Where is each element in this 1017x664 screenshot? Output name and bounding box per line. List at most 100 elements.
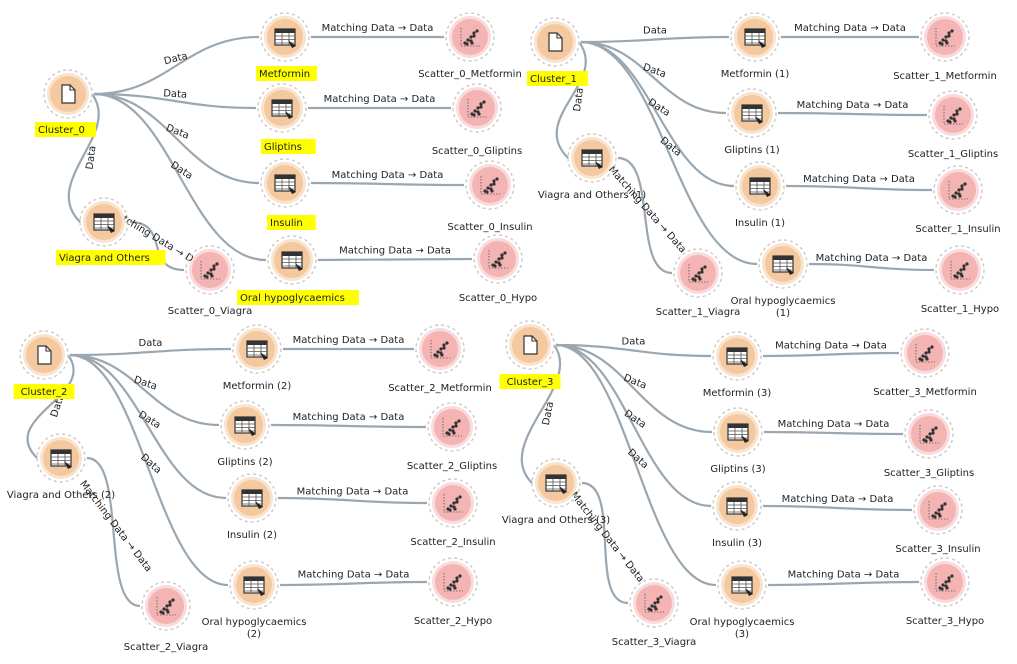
link-c3v-s3v[interactable]: Matching Data → Data xyxy=(568,481,646,605)
scatter-plot-icon xyxy=(480,176,500,195)
link-c3g-s3g[interactable]: Matching Data → Data xyxy=(763,419,904,436)
node-select-c3g[interactable]: Gliptins (3) xyxy=(710,407,766,475)
node-scatter-s3v[interactable]: Scatter_3_Viagra xyxy=(612,578,697,648)
link-c1i-s1i[interactable]: Matching Data → Data xyxy=(785,174,933,192)
link-c2-c2m[interactable]: Data xyxy=(69,338,232,357)
node-select-c1g[interactable]: Gliptins (1) xyxy=(724,88,780,156)
link-c3-c3v[interactable]: Data xyxy=(520,344,562,484)
link-line xyxy=(762,351,900,358)
link-c1-c1m[interactable]: Data xyxy=(580,26,730,44)
link-c0-c0v[interactable]: Data xyxy=(67,93,100,223)
node-label: Gliptins xyxy=(264,142,302,153)
link-c3-c3i[interactable]: Data xyxy=(555,343,712,508)
link-c0-c0m[interactable]: Data xyxy=(93,35,260,96)
node-scatter-s2h[interactable]: Scatter_2_Hypo xyxy=(414,557,492,627)
node-scatter-s1g[interactable]: Scatter_1_Gliptins xyxy=(908,90,998,160)
file-icon xyxy=(37,345,52,365)
link-c1h-s1h[interactable]: Matching Data → Data xyxy=(808,253,935,272)
link-c0m-s0m[interactable]: Matching Data → Data xyxy=(311,23,444,39)
node-select-c2g[interactable]: Gliptins (2) xyxy=(217,400,273,468)
node-scatter-s3g[interactable]: Scatter_3_Gliptins xyxy=(884,409,974,479)
label-highlight xyxy=(13,384,75,399)
node-ring xyxy=(920,12,970,62)
link-c2-c2i[interactable]: Data xyxy=(69,353,227,500)
link-line xyxy=(270,423,427,429)
link-c2h-s2h[interactable]: Matching Data → Data xyxy=(279,570,428,587)
link-c0g-s0g[interactable]: Matching Data → Data xyxy=(307,94,451,110)
node-select-c2v[interactable]: Viagra and Others (2) xyxy=(7,433,115,501)
node-scatter-s1v[interactable]: Scatter_1_Viagra xyxy=(656,248,741,318)
node-label: Scatter_1_Gliptins xyxy=(908,149,998,160)
node-ring xyxy=(257,83,307,133)
node-select-c0i[interactable]: Insulin xyxy=(260,158,316,230)
node-select-c1m[interactable]: Metformin (1) xyxy=(721,12,790,80)
node-scatter-s0m[interactable]: Scatter_0_Metformin xyxy=(418,12,522,80)
node-select-c2m[interactable]: Metformin (2) xyxy=(223,324,292,392)
node-label-line2: (1) xyxy=(776,308,790,319)
link-label: Data xyxy=(572,87,586,112)
node-select-c1v[interactable]: Viagra and Others (1) xyxy=(538,133,646,201)
link-c1m-s1m[interactable]: Matching Data → Data xyxy=(781,23,919,39)
link-c3m-s3m[interactable]: Matching Data → Data xyxy=(762,341,900,358)
node-select-c3v[interactable]: Viagra and Others (3) xyxy=(502,458,610,526)
link-c3-c3m[interactable]: Data xyxy=(555,337,712,358)
node-ring xyxy=(232,324,282,374)
node-scatter-s2m[interactable]: Scatter_2_Metformin xyxy=(388,324,492,394)
node-select-c3h[interactable]: Oral hypoglycaemics(3) xyxy=(690,560,795,640)
link-c1-c1v[interactable]: Data xyxy=(555,41,587,159)
link-c2m-s2m[interactable]: Matching Data → Data xyxy=(283,335,414,351)
link-c3h-s3h[interactable]: Matching Data → Data xyxy=(767,570,920,587)
link-line xyxy=(580,40,758,266)
node-scatter-s3h[interactable]: Scatter_3_Hypo xyxy=(906,557,984,627)
node-scatter-s0h[interactable]: Scatter_0_Hypo xyxy=(459,234,537,304)
node-ring xyxy=(712,481,762,531)
node-label: Viagra and Others xyxy=(59,253,150,264)
node-label: Metformin xyxy=(259,69,310,80)
node-scatter-s2v[interactable]: Scatter_2_Viagra xyxy=(124,581,209,653)
link-c0h-s0h[interactable]: Matching Data → Data xyxy=(317,246,473,262)
node-scatter-s3m[interactable]: Scatter_3_Metformin xyxy=(873,328,977,398)
node-select-c0v[interactable]: Viagra and Others xyxy=(56,197,166,265)
link-c1g-s1g[interactable]: Matching Data → Data xyxy=(777,100,928,117)
node-select-c0m[interactable]: Metformin xyxy=(256,12,317,81)
node-ring xyxy=(141,581,191,631)
link-c2i-s2i[interactable]: Matching Data → Data xyxy=(277,487,428,505)
node-ring xyxy=(452,83,502,133)
node-scatter-s3i[interactable]: Scatter_3_Insulin xyxy=(895,485,981,555)
node-file-c3[interactable]: Cluster_3 xyxy=(499,320,561,389)
link-c2g-s2g[interactable]: Matching Data → Data xyxy=(270,412,427,429)
node-scatter-s2i[interactable]: Scatter_2_Insulin xyxy=(410,478,496,548)
node-file-c2[interactable]: Cluster_2 xyxy=(13,330,75,399)
node-file-c1[interactable]: Cluster_1 xyxy=(527,17,588,86)
node-select-c1h[interactable]: Oral hypoglycaemics(1) xyxy=(731,239,836,319)
node-scatter-s1i[interactable]: Scatter_1_Insulin xyxy=(915,165,1001,235)
link-c0i-s0i[interactable]: Matching Data → Data xyxy=(310,170,465,187)
link-c0-c0g[interactable]: Data xyxy=(93,88,257,110)
node-ring xyxy=(428,478,478,528)
node-label: Metformin (3) xyxy=(703,388,772,399)
scatter-plot-icon xyxy=(915,344,935,363)
node-select-c3m[interactable]: Metformin (3) xyxy=(703,331,772,399)
node-select-c0g[interactable]: Gliptins xyxy=(257,83,316,154)
node-scatter-s0v[interactable]: Scatter_0_Viagra xyxy=(168,245,253,317)
link-line xyxy=(93,92,260,185)
node-scatter-s0g[interactable]: Scatter_0_Gliptins xyxy=(432,83,522,157)
node-select-c0h[interactable]: Oral hypoglycaemics xyxy=(237,235,359,305)
select-rows-icon xyxy=(243,576,265,596)
node-ring xyxy=(727,88,777,138)
node-select-c3i[interactable]: Insulin (3) xyxy=(712,481,762,549)
node-scatter-s1h[interactable]: Scatter_1_Hypo xyxy=(921,245,999,315)
node-select-c2i[interactable]: Insulin (2) xyxy=(227,473,277,541)
link-c2v-s2v[interactable]: Matching Data → Data xyxy=(77,456,154,608)
node-scatter-s2g[interactable]: Scatter_2_Gliptins xyxy=(407,402,497,472)
link-c1v-s1v[interactable]: Matching Data → Data xyxy=(606,156,688,275)
scatter-plot-icon xyxy=(488,250,508,269)
link-label: Matching Data → Data xyxy=(322,23,434,34)
node-scatter-s0i[interactable]: Scatter_0_Insulin xyxy=(447,160,533,233)
node-scatter-s1m[interactable]: Scatter_1_Metformin xyxy=(893,12,997,82)
node-select-c2h[interactable]: Oral hypoglycaemics(2) xyxy=(202,560,307,640)
link-c3i-s3i[interactable]: Matching Data → Data xyxy=(762,494,913,512)
node-select-c1i[interactable]: Insulin (1) xyxy=(735,161,785,229)
node-file-c0[interactable]: Cluster_0 xyxy=(35,69,96,137)
